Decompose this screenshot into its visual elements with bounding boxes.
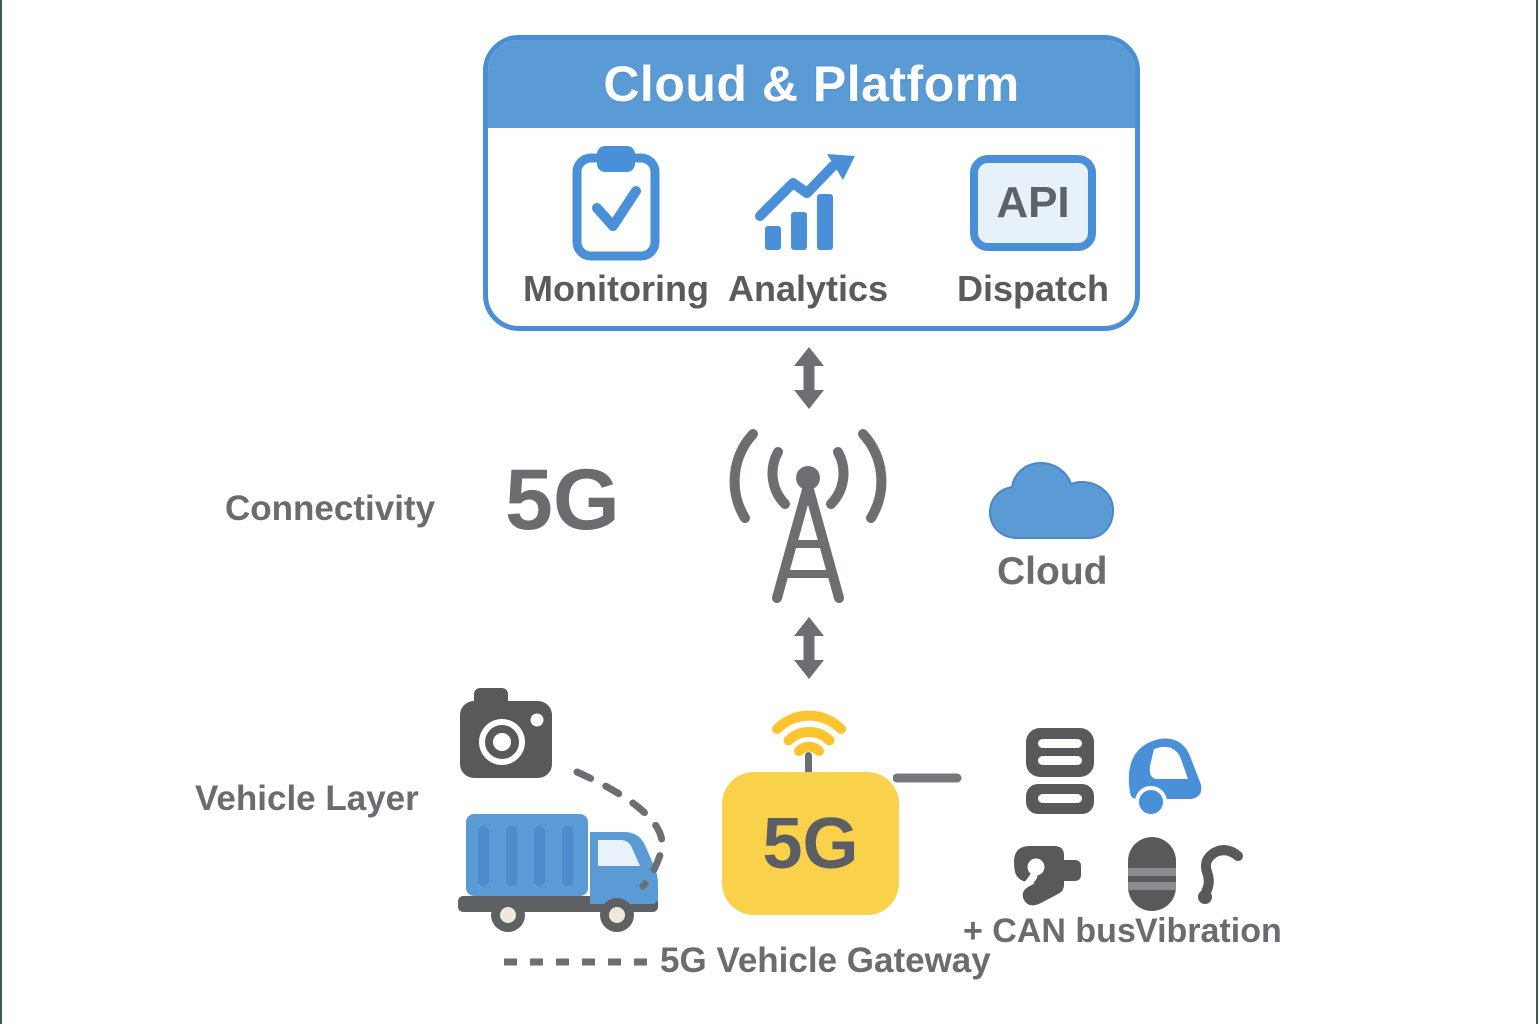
growth-chart-icon: [755, 154, 855, 250]
hook-sensor-icon: [1198, 845, 1243, 904]
analytics-label: Analytics: [727, 268, 889, 309]
gateway-box-label: 5G: [762, 803, 859, 884]
gateway-caption: 5G Vehicle Gateway: [660, 941, 991, 980]
left-border-line: [0, 0, 2, 1024]
cloud-platform-body: Monitoring Analytics API: [488, 128, 1135, 326]
vehicle-cab-icon: [1128, 738, 1202, 818]
barrel-sensor-icon: [1128, 837, 1176, 911]
dashed-connector: [573, 768, 666, 890]
clipboard-check-icon: [572, 146, 660, 261]
right-border-line: [1536, 0, 1538, 1024]
cloud-platform-card: Cloud & Platform Monitoring: [483, 35, 1140, 331]
dashed-line: [504, 958, 648, 966]
5g-label: 5G: [505, 452, 620, 548]
card-title: Cloud & Platform: [603, 56, 1020, 112]
wifi-icon: [772, 710, 846, 756]
api-badge: API: [970, 155, 1096, 251]
server-stack-icon: [1026, 728, 1094, 814]
dispatch-label: Dispatch: [956, 268, 1110, 309]
cloud-platform-header: Cloud & Platform: [488, 40, 1135, 128]
truck-icon: [458, 814, 658, 932]
cloud-icon: [988, 461, 1115, 539]
cell-tower-icon: [729, 429, 887, 603]
api-badge-text: API: [996, 178, 1070, 227]
hitch-sensor-icon: [1014, 846, 1081, 906]
can-bus-label: + CAN bus: [963, 912, 1136, 950]
up-down-arrow-icon: [794, 617, 824, 679]
dispatch-item: API Dispatch: [933, 128, 1133, 310]
gateway-box: 5G: [722, 772, 899, 915]
up-down-arrow-icon: [794, 347, 824, 409]
camera-icon: [460, 688, 552, 778]
connectivity-label: Connectivity: [225, 489, 436, 528]
connector-line: [893, 773, 962, 783]
vibration-label: Vibration: [1135, 912, 1282, 950]
monitoring-item: Monitoring: [516, 128, 716, 310]
monitoring-label: Monitoring: [523, 268, 709, 309]
cloud-label: Cloud: [997, 550, 1108, 593]
vehicle-layer-label: Vehicle Layer: [195, 779, 419, 818]
analytics-item: Analytics: [708, 128, 908, 310]
